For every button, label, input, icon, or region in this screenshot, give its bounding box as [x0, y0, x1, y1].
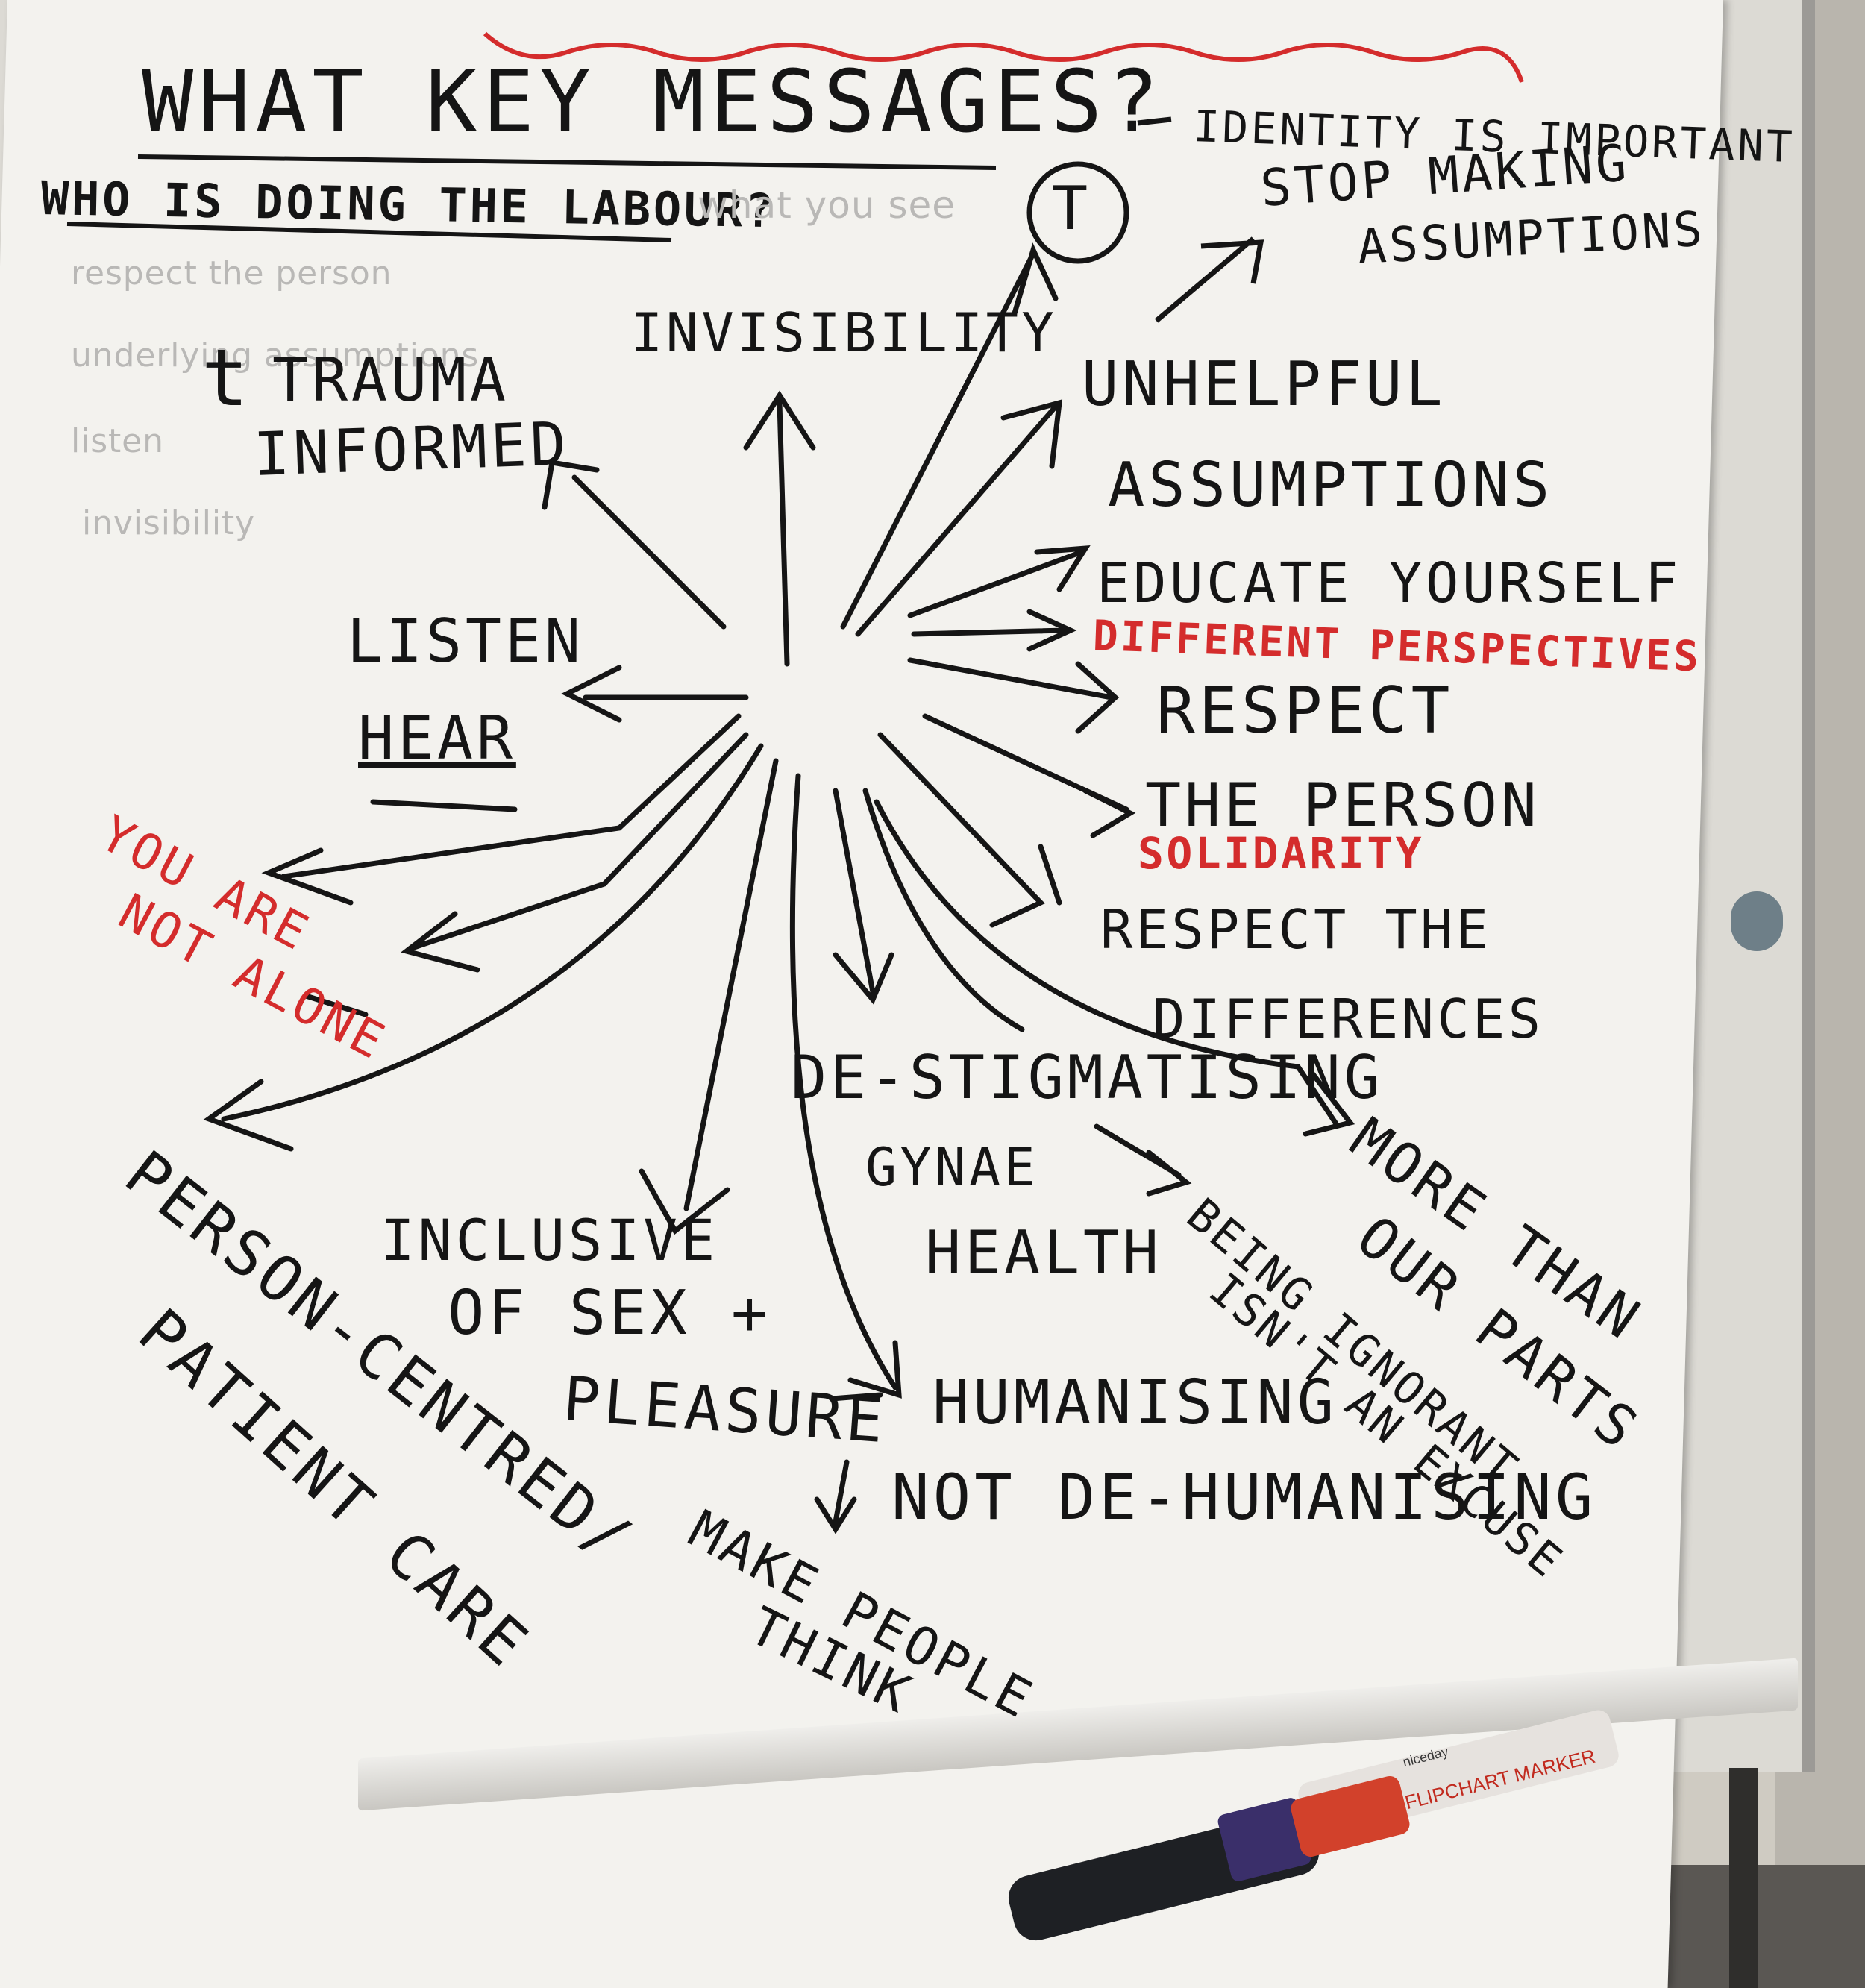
- gynae-label: GYNAE: [865, 1137, 1038, 1198]
- identity-dash: [1137, 116, 1172, 126]
- ghost-note-top: what you see: [698, 184, 956, 227]
- red-wavy-line: [483, 31, 1524, 83]
- identity-circle-symbol: T: [1052, 174, 1091, 243]
- identity-circle: [1026, 161, 1129, 264]
- not-dehumanising-label: NOT DE-HUMANISING: [891, 1461, 1597, 1534]
- respect-label: RESPECT: [1156, 674, 1454, 748]
- differences-label: DIFFERENCES: [1153, 988, 1544, 1050]
- trauma-prefix: t: [201, 333, 254, 424]
- board-title: WHAT KEY MESSAGES?: [142, 52, 1165, 152]
- ghost-note-1: respect the person: [71, 254, 392, 292]
- humanising-label: HUMANISING: [932, 1367, 1338, 1438]
- of-sex-label: OF SEX +: [448, 1278, 772, 1349]
- ghost-note-4: invisibility: [82, 504, 255, 542]
- solidarity-label: SOLIDARITY: [1138, 828, 1424, 879]
- trauma-line: TRAUMA: [272, 345, 510, 415]
- magnet: [1731, 891, 1783, 951]
- board-subtitle: WHO IS DOING THE LABOUR?: [40, 171, 777, 239]
- assumptions-label: ASSUMPTIONS: [1108, 450, 1554, 521]
- educate-label: EDUCATE YOURSELF: [1097, 551, 1681, 615]
- subtitle-underline: [66, 222, 672, 242]
- arrow-to-stop-making: [1154, 236, 1264, 323]
- inclusive-label: INCLUSIVE: [380, 1207, 718, 1273]
- destigmatising-label: DE-STIGMATISING: [791, 1043, 1384, 1112]
- informed-line: INFORMED: [252, 409, 571, 489]
- health-label: HEALTH: [925, 1218, 1162, 1288]
- invisibility-label: INVISIBILITY: [630, 301, 1058, 364]
- unhelpful-label: UNHELPFUL: [1082, 349, 1446, 420]
- hear-label: HEAR: [358, 703, 516, 773]
- ghost-note-2: underlying assumptions: [71, 336, 480, 374]
- mind-map-arrows: [203, 242, 1355, 1534]
- listen-label: LISTEN: [347, 606, 584, 676]
- ghost-note-3: listen: [71, 422, 164, 460]
- title-underline: [137, 154, 997, 170]
- respect-the-label: RESPECT THE: [1100, 898, 1492, 961]
- the-person-label: THE PERSON: [1145, 771, 1540, 840]
- easel-leg: [1729, 1768, 1758, 1988]
